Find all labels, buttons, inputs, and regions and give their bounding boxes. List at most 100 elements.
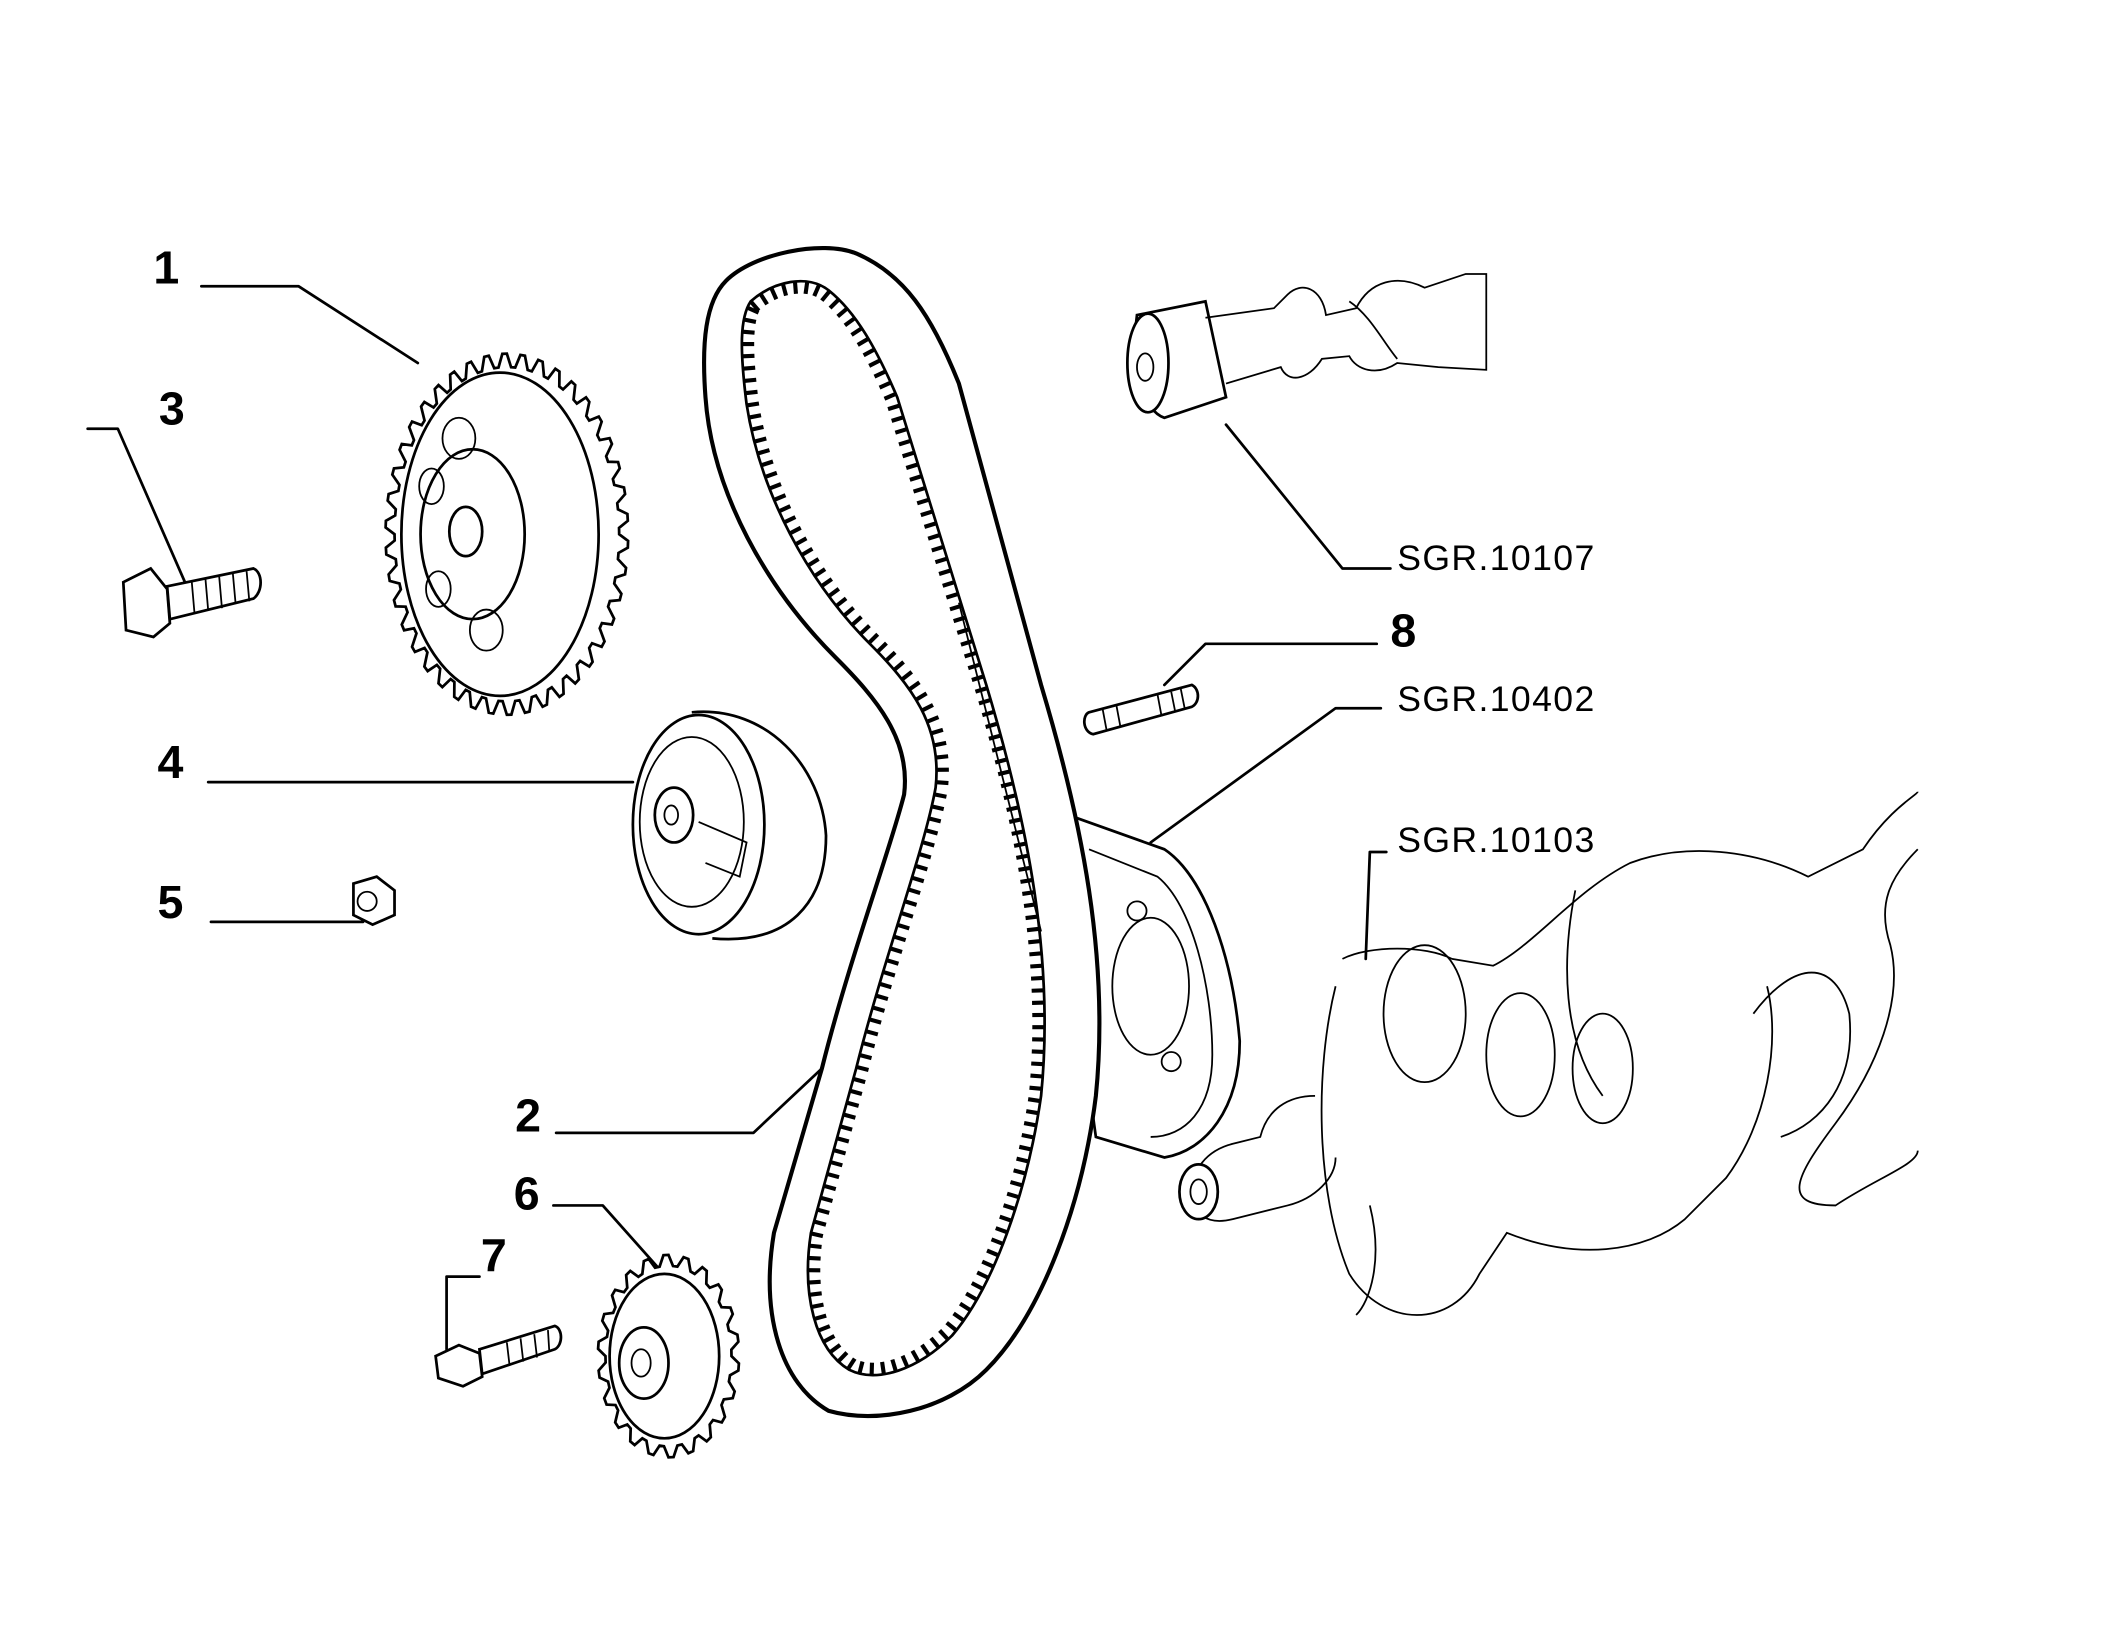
belt-tooth bbox=[916, 497, 930, 506]
belt-tooth bbox=[958, 1301, 972, 1312]
flange-bolt-part-7 bbox=[434, 1324, 563, 1388]
belt-tooth bbox=[928, 816, 942, 824]
belt-tooth bbox=[990, 1237, 1004, 1246]
belt-tooth bbox=[813, 1219, 827, 1227]
belt-tooth bbox=[1025, 914, 1039, 921]
belt-tooth bbox=[846, 1357, 857, 1371]
belt-tooth bbox=[931, 804, 945, 812]
belt-tooth bbox=[999, 1214, 1013, 1223]
belt-tooth bbox=[1000, 781, 1014, 789]
belt-tooth bbox=[988, 733, 1002, 741]
belt-tooth bbox=[878, 380, 892, 390]
belt-tooth bbox=[914, 691, 928, 702]
belt-tooth bbox=[981, 1259, 995, 1269]
belt-tooth bbox=[925, 828, 939, 836]
belt-tooth bbox=[900, 1354, 910, 1368]
belt-tooth bbox=[875, 993, 889, 1002]
belt-tooth bbox=[960, 639, 974, 647]
belt-tooth bbox=[893, 934, 907, 943]
belt-tooth bbox=[813, 567, 827, 578]
belt-tooth bbox=[828, 297, 841, 310]
belt-tooth bbox=[1021, 1132, 1035, 1140]
timing-belt bbox=[702, 246, 1102, 1418]
belt-tooth bbox=[938, 568, 952, 576]
belt-tooth bbox=[994, 757, 1008, 765]
belt-tooth bbox=[778, 504, 792, 514]
belt-tooth bbox=[889, 946, 903, 954]
belt-tooth bbox=[942, 580, 956, 588]
belt-tooth bbox=[918, 852, 932, 860]
belt-tooth bbox=[921, 703, 934, 713]
belt-tooth bbox=[820, 289, 832, 302]
ref-oil-pump: SGR.10402 bbox=[1397, 679, 1595, 719]
belt-tooth bbox=[783, 515, 797, 525]
belt-tooth bbox=[963, 650, 977, 659]
belt-tooth bbox=[905, 462, 919, 470]
belt-tooth bbox=[908, 680, 921, 692]
belt-tooth bbox=[769, 287, 779, 301]
belt-tooth bbox=[803, 281, 810, 295]
belt-tooth bbox=[833, 1148, 847, 1156]
belt-tooth bbox=[896, 922, 910, 931]
belt-tooth bbox=[826, 1171, 840, 1180]
belt-tooth bbox=[876, 641, 888, 654]
belt-tooth bbox=[1008, 817, 1022, 824]
belt-tooth bbox=[760, 459, 774, 468]
belt-tooth bbox=[859, 1053, 873, 1061]
belt-tooth bbox=[862, 347, 876, 358]
belt-tooth bbox=[891, 415, 905, 423]
belt-tooth bbox=[933, 792, 947, 799]
belt-tooth bbox=[1030, 963, 1043, 969]
belt-tooth bbox=[849, 1088, 863, 1096]
belt-tooth bbox=[910, 1349, 921, 1363]
belt-tooth bbox=[901, 450, 915, 459]
belt-tooth bbox=[742, 353, 755, 359]
belt-tooth bbox=[909, 474, 923, 482]
crankshaft-gear-part-6 bbox=[596, 1253, 741, 1459]
callout-4: 4 bbox=[158, 736, 184, 788]
belt-tooth bbox=[839, 1124, 853, 1132]
belt-tooth bbox=[748, 413, 762, 420]
belt-tooth bbox=[985, 721, 999, 729]
nut-part-5 bbox=[352, 875, 396, 927]
belt-tooth bbox=[810, 1231, 824, 1239]
belt-tooth bbox=[1028, 939, 1041, 945]
belt-tooth bbox=[1031, 1061, 1044, 1067]
belt-tooth bbox=[1023, 1121, 1037, 1128]
belt-tooth bbox=[952, 1311, 965, 1323]
belt-tooth bbox=[945, 591, 959, 600]
belt-tooth bbox=[750, 424, 764, 432]
belt-tooth bbox=[820, 1195, 834, 1203]
belt-tooth bbox=[878, 981, 892, 990]
belt-tooth bbox=[1030, 975, 1044, 981]
belt-tooth bbox=[1027, 1097, 1041, 1104]
belt-tooth bbox=[935, 754, 949, 760]
belt-tooth bbox=[829, 1160, 843, 1168]
belt-tooth bbox=[846, 1100, 860, 1108]
belt-tooth bbox=[1006, 805, 1020, 813]
belt-tooth bbox=[856, 336, 870, 347]
belt-tooth bbox=[820, 577, 833, 588]
belt-tooth bbox=[986, 1248, 1000, 1258]
belt-tooth bbox=[780, 283, 789, 297]
belt-tooth bbox=[887, 403, 901, 412]
belt-teeth bbox=[741, 281, 1045, 1376]
belt-tooth bbox=[743, 377, 757, 383]
belt-tooth bbox=[746, 305, 760, 315]
ref-crankshaft: SGR.10103 bbox=[1397, 820, 1595, 860]
callout-6: 6 bbox=[514, 1168, 540, 1220]
tensioner-part-4 bbox=[631, 710, 828, 941]
belt-tooth bbox=[768, 482, 782, 491]
belt-tooth bbox=[809, 1243, 822, 1249]
belt-tooth bbox=[883, 391, 897, 401]
belt-tooth bbox=[808, 1279, 821, 1285]
belt-tooth bbox=[907, 887, 921, 896]
belt-tooth bbox=[1021, 890, 1035, 896]
belt-tooth bbox=[904, 899, 918, 907]
belt-tooth bbox=[835, 596, 848, 608]
belt-tooth bbox=[1030, 1073, 1043, 1079]
belt-tooth bbox=[1006, 1191, 1020, 1200]
belt-tooth bbox=[873, 369, 887, 379]
belt-tooth bbox=[859, 624, 871, 636]
camshaft-drawing bbox=[1126, 273, 1488, 420]
